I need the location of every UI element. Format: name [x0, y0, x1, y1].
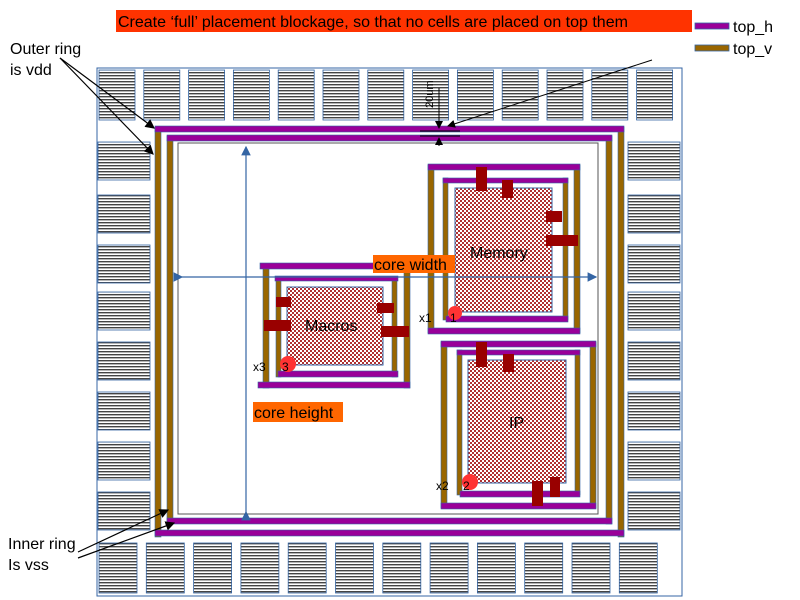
ip-number: 2	[463, 479, 470, 493]
io-pad	[501, 69, 539, 121]
io-pad	[382, 542, 422, 594]
memory-instance: x1	[419, 311, 432, 325]
inner-ring-label-line1: Inner ring	[8, 536, 76, 553]
ip-body	[467, 359, 567, 484]
io-pads	[97, 69, 681, 594]
io-pad	[98, 542, 138, 594]
inner-ring-vss	[166, 134, 613, 525]
macros-instance: x3	[253, 360, 266, 374]
io-pad	[412, 69, 450, 121]
io-pad	[636, 69, 673, 121]
ip-label: IP	[509, 415, 524, 432]
io-pad	[618, 542, 658, 594]
ip-instance: x2	[436, 479, 449, 493]
io-pad	[429, 542, 469, 594]
io-pad	[627, 341, 681, 381]
io-pad	[627, 194, 681, 234]
io-pad	[97, 441, 151, 481]
memory-pins	[476, 167, 578, 246]
io-pad	[476, 542, 516, 594]
outer-ring-vdd	[154, 125, 625, 538]
io-pad	[571, 542, 611, 594]
inner-ring-label-line2: Is vss	[8, 557, 49, 574]
io-pad	[627, 244, 681, 284]
macros-origin-marker	[280, 356, 296, 372]
memory-label: Memory	[470, 245, 528, 262]
memory-block: Memory 1 x1	[419, 163, 581, 335]
io-pad	[627, 391, 681, 431]
core-width-label: core width	[374, 257, 447, 274]
legend-swatch-top-v	[694, 44, 730, 52]
io-pad	[97, 141, 151, 181]
core-width-label-bg	[373, 255, 455, 273]
memory-origin-marker	[448, 306, 462, 320]
io-pad	[367, 69, 405, 121]
core-height-label: core height	[254, 405, 334, 422]
legend-label-top-v: top_v	[733, 41, 772, 58]
spacing-label: 20um	[424, 80, 436, 108]
memory-macro-body	[454, 187, 553, 313]
macros-number: 3	[282, 360, 289, 374]
io-pad	[97, 291, 151, 331]
ip-pins	[476, 342, 560, 506]
core-height-label-bg	[253, 402, 343, 422]
io-pad	[627, 491, 681, 531]
io-pad	[322, 69, 360, 121]
legend-swatch-top-h	[694, 22, 730, 30]
io-pad	[232, 69, 270, 121]
io-pad	[456, 69, 494, 121]
macros-label: Macros	[305, 318, 357, 335]
io-pad	[97, 341, 151, 381]
io-pad	[627, 291, 681, 331]
io-pad	[546, 69, 584, 121]
ip-origin-marker	[462, 474, 478, 490]
io-pad	[143, 69, 181, 121]
io-pad	[524, 542, 564, 594]
inner-ring-callout	[77, 509, 176, 559]
outer-ring-label-line1: Outer ring	[10, 41, 81, 58]
io-pad	[97, 391, 151, 431]
io-pad	[97, 244, 151, 284]
ip-block: IP 2 x2	[436, 340, 597, 510]
io-pad	[240, 542, 280, 594]
io-pad	[97, 491, 151, 531]
io-pad	[627, 141, 681, 181]
io-pad	[145, 542, 185, 594]
io-pad	[277, 69, 315, 121]
io-pad	[98, 69, 136, 121]
io-pad	[193, 542, 233, 594]
io-pad	[627, 441, 681, 481]
legend-label-top-h: top_h	[733, 19, 773, 36]
macros-block: Macros 3 x3	[253, 262, 411, 389]
macros-pins	[264, 297, 409, 337]
outer-ring-label-line2: is vdd	[10, 62, 52, 79]
io-pad	[97, 194, 151, 234]
banner-bg	[116, 10, 692, 32]
io-pad	[287, 542, 327, 594]
banner-text: Create ‘full’ placement blockage, so tha…	[118, 14, 628, 31]
spacing-marker	[420, 59, 653, 146]
outer-ring-callout	[59, 57, 155, 155]
io-pad	[335, 542, 374, 594]
legend: top_h top_v	[694, 19, 773, 58]
io-pad	[591, 69, 629, 121]
memory-number: 1	[450, 311, 457, 325]
io-pad	[188, 69, 226, 121]
